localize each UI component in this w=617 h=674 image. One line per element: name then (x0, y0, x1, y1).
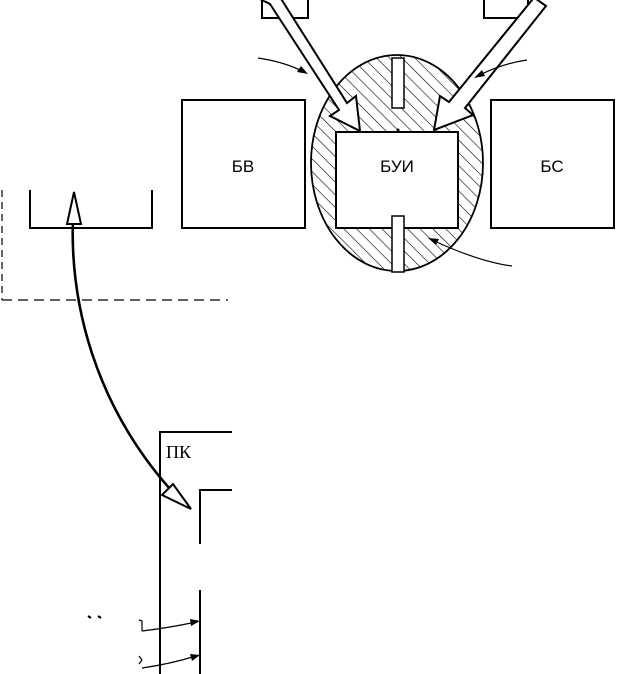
block-bv: БВ (181, 99, 306, 229)
block-bs-label: БС (540, 157, 563, 176)
block-bv-label: БВ (232, 157, 255, 176)
block-pk-label: ПК (166, 442, 192, 462)
block-bs: БС (490, 99, 615, 229)
dashed-boundary (1, 190, 228, 301)
input-arrow-right (432, 0, 548, 132)
block-pk: ПК (159, 431, 232, 674)
input-arrow-left (259, 0, 362, 133)
open-container (29, 190, 153, 229)
bottom-marks (87, 615, 200, 669)
leader-lines (257, 57, 528, 267)
block-bui-label: БУИ (380, 157, 414, 176)
bidirectional-link-arrow (65, 191, 192, 510)
